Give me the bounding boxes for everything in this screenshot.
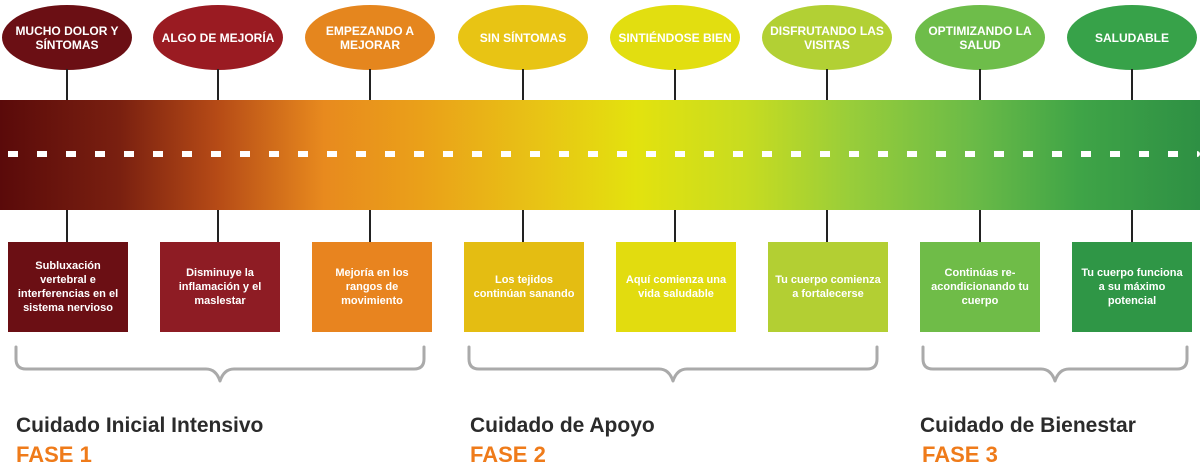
- phase-1-title: Cuidado Inicial Intensivo: [16, 414, 264, 437]
- stage-box-6: Tu cuerpo comienza a fortalecerse: [768, 242, 888, 332]
- stage-description: Los tejidos continúan sanando: [473, 274, 575, 300]
- stage-label: MUCHO DOLOR Y SÍNTOMAS: [15, 23, 119, 52]
- connector-line: [1131, 210, 1133, 242]
- connector-line: [674, 210, 676, 242]
- stage-description: Disminuye la inflamación y el maslestar: [178, 267, 262, 307]
- stage-label: ALGO DE MEJORÍA: [161, 30, 275, 45]
- stage-oval-8: SALUDABLE: [1067, 5, 1197, 70]
- stage-label: DISFRUTANDO LAS VISITAS: [770, 23, 884, 52]
- connector-line: [369, 69, 371, 100]
- stage-oval-4: SIN SÍNTOMAS: [458, 5, 588, 70]
- stage-description: Subluxación vertebral e interferencias e…: [17, 260, 119, 314]
- stage-box-5: Aquí comienza una vida saludable: [616, 242, 736, 332]
- connector-line: [826, 69, 828, 100]
- stage-description: Aquí comienza una vida saludable: [625, 274, 727, 300]
- phase-2-title: Cuidado de Apoyo: [470, 414, 655, 437]
- phase-3-brace: [921, 345, 1189, 383]
- stage-description: Mejoría en los rangos de movimiento: [335, 267, 409, 307]
- stage-box-4: Los tejidos continúan sanando: [464, 242, 584, 332]
- connector-line: [217, 210, 219, 242]
- stage-oval-5: SINTIÉNDOSE BIEN: [610, 5, 740, 70]
- phase-2-brace: [467, 345, 879, 383]
- phase-3-title: Cuidado de Bienestar: [920, 414, 1136, 437]
- stage-box-8: Tu cuerpo funciona a su máximo potencial: [1072, 242, 1192, 332]
- connector-line: [979, 69, 981, 100]
- stage-label: OPTIMIZANDO LA SALUD: [928, 23, 1032, 52]
- connector-line: [522, 210, 524, 242]
- phase-1-label: FASE 1: [16, 442, 92, 467]
- stage-oval-7: OPTIMIZANDO LA SALUD: [915, 5, 1045, 70]
- connector-line: [979, 210, 981, 242]
- stage-box-1: Subluxación vertebral e interferencias e…: [8, 242, 128, 332]
- connector-line: [66, 69, 68, 100]
- connector-line: [674, 69, 676, 100]
- stage-description: Continúas re-acondicionando tu cuerpo: [931, 267, 1029, 307]
- stage-label: SALUDABLE: [1095, 30, 1169, 45]
- stage-oval-2: ALGO DE MEJORÍA: [153, 5, 283, 70]
- stage-oval-6: DISFRUTANDO LAS VISITAS: [762, 5, 892, 70]
- connector-line: [1131, 69, 1133, 100]
- connector-line: [66, 210, 68, 242]
- dotted-timeline: [0, 151, 1200, 157]
- stage-box-3: Mejoría en los rangos de movimiento: [312, 242, 432, 332]
- phase-3-label: FASE 3: [922, 442, 998, 467]
- stage-oval-1: MUCHO DOLOR Y SÍNTOMAS: [2, 5, 132, 70]
- stage-label: SIN SÍNTOMAS: [479, 30, 567, 45]
- connector-line: [826, 210, 828, 242]
- stage-label: SINTIÉNDOSE BIEN: [618, 30, 732, 45]
- connector-line: [217, 69, 219, 100]
- stage-label: EMPEZANDO A MEJORAR: [325, 23, 415, 52]
- connector-line: [369, 210, 371, 242]
- phase-2-label: FASE 2: [470, 442, 546, 467]
- stage-box-7: Continúas re-acondicionando tu cuerpo: [920, 242, 1040, 332]
- phase-1-brace: [14, 345, 426, 383]
- stage-box-2: Disminuye la inflamación y el maslestar: [160, 242, 280, 332]
- stage-description: Tu cuerpo comienza a fortalecerse: [775, 274, 881, 300]
- stage-oval-3: EMPEZANDO A MEJORAR: [305, 5, 435, 70]
- connector-line: [522, 69, 524, 100]
- stage-description: Tu cuerpo funciona a su máximo potencial: [1081, 267, 1183, 307]
